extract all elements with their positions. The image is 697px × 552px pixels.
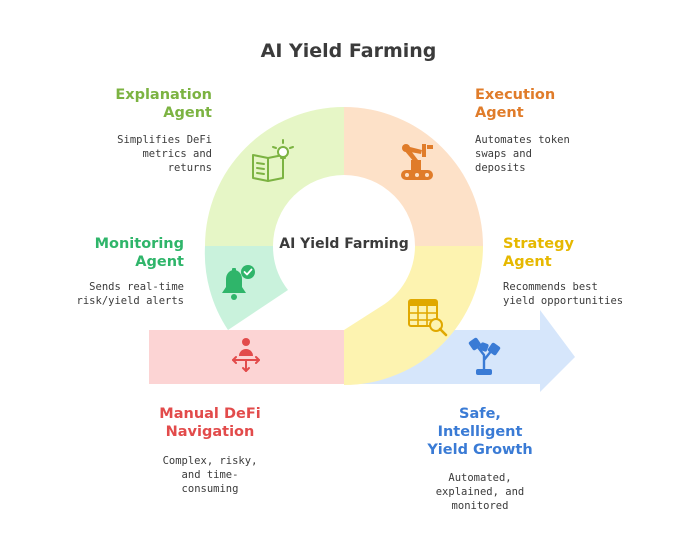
explanation-agent-title: Explanation Agent [115,87,212,121]
book-lightbulb-icon [252,139,294,182]
safe-growth-title: Safe, Intelligent Yield Growth [427,406,533,458]
robot-arm-icon [401,144,433,180]
plant-growth-icon [468,337,501,375]
strategy-agent-desc: Recommends best yield opportunities [503,281,624,307]
person-arrows-icon [232,338,260,372]
bell-check-icon [222,265,255,300]
strategy-segment [344,246,483,385]
monitoring-agent-desc: Sends real-time risk/yield alerts [76,281,184,307]
safe-growth-desc: Automated, explained, and monitored [435,472,525,512]
table-search-icon [408,299,448,337]
monitoring-agent-title: Monitoring Agent [94,236,184,270]
explanation-agent-desc: Simplifies DeFi metrics and returns [117,134,212,174]
strategy-agent-title: Strategy Agent [503,236,574,270]
center-label: AI Yield Farming [279,236,409,252]
execution-agent-title: Execution Agent [475,87,556,121]
diagram-title: AI Yield Farming [260,40,437,62]
manual-navigation-title: Manual DeFi Navigation [159,406,261,440]
monitoring-segment [204,246,288,330]
execution-agent-desc: Automates token swaps and deposits [475,134,570,174]
manual-navigation-desc: Complex, risky, and time- consuming [162,455,258,495]
explanation-segment [205,107,344,246]
